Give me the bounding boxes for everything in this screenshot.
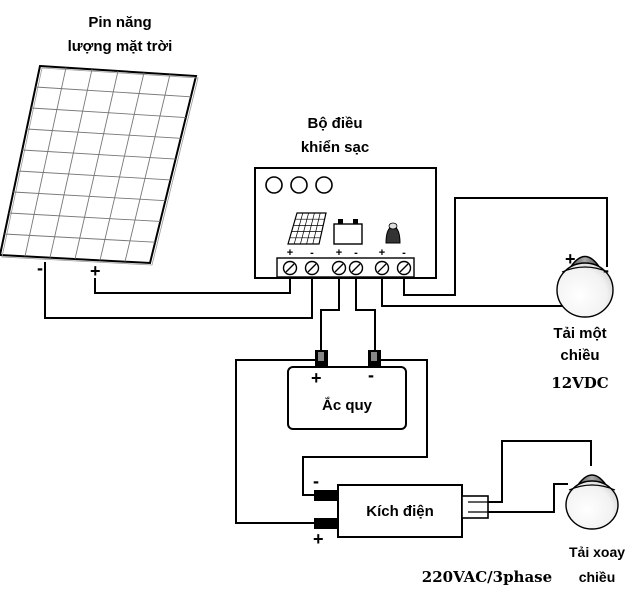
dc-load-label-line1: Tải một [553, 325, 606, 342]
solar-panel-title-line2: lượng mặt trời [68, 38, 173, 55]
solar-panel-title-line1: Pin năng [88, 14, 151, 31]
ac-load-label-line1: Tải xoay [569, 544, 625, 560]
battery-label: Ắc quy [322, 396, 373, 414]
solar-panel-plus-sign: + [90, 261, 101, 281]
controller-title-line2: khiển sạc [301, 139, 369, 156]
controller-terminal-sign-6: - [402, 247, 406, 259]
controller-terminal-sign-1: + [287, 247, 293, 259]
inverter: - + Kích điện [313, 471, 489, 549]
charge-controller: Bộ điều khiển sạc +-+-+- [254, 115, 437, 279]
ac-load-label-line2: chiều [579, 569, 616, 585]
battery: + - Ắc quy [287, 350, 407, 430]
controller-terminal-sign-5: + [379, 247, 385, 259]
wires [44, 197, 608, 524]
controller-terminal-sign-2: - [310, 247, 314, 259]
dc-load-bulb: + - Tải một chiều 12VDC [551, 249, 614, 392]
dc-load-label-line2: chiều [560, 347, 599, 364]
solar-panel: Pin năng lượng mặt trời - + [0, 14, 199, 281]
inverter-label: Kích điện [366, 503, 434, 520]
inverter-box [337, 484, 463, 538]
controller-terminal-sign-4: - [354, 247, 358, 259]
controller-title-line1: Bộ điều [308, 115, 363, 132]
mini-bulb-icon [385, 222, 401, 244]
dc-load-voltage: 12VDC [551, 374, 609, 392]
inverter-positive-terminal [314, 518, 338, 529]
mini-battery-icon [333, 219, 363, 245]
battery-minus-sign: - [368, 365, 374, 385]
mini-solar-panel-icon [287, 212, 327, 245]
controller-terminal-sign-3: + [336, 247, 342, 259]
inverter-output-socket [461, 495, 489, 519]
ac-load-voltage: 220VAC/3phase [422, 568, 552, 586]
dc-load-minus-sign: - [603, 260, 609, 280]
solar-panel-minus-sign: - [37, 258, 43, 278]
dc-load-plus-sign: + [565, 249, 576, 269]
controller-led-2 [290, 176, 308, 194]
battery-box [287, 366, 407, 430]
battery-plus-sign: + [311, 368, 322, 388]
controller-led-1 [265, 176, 283, 194]
ac-load-bulb: Tải xoay chiều 220VAC/3phase [422, 474, 625, 586]
inverter-minus-sign: - [313, 471, 319, 491]
controller-led-3 [315, 176, 333, 194]
inverter-plus-sign: + [313, 529, 324, 549]
inverter-negative-terminal [314, 490, 338, 501]
